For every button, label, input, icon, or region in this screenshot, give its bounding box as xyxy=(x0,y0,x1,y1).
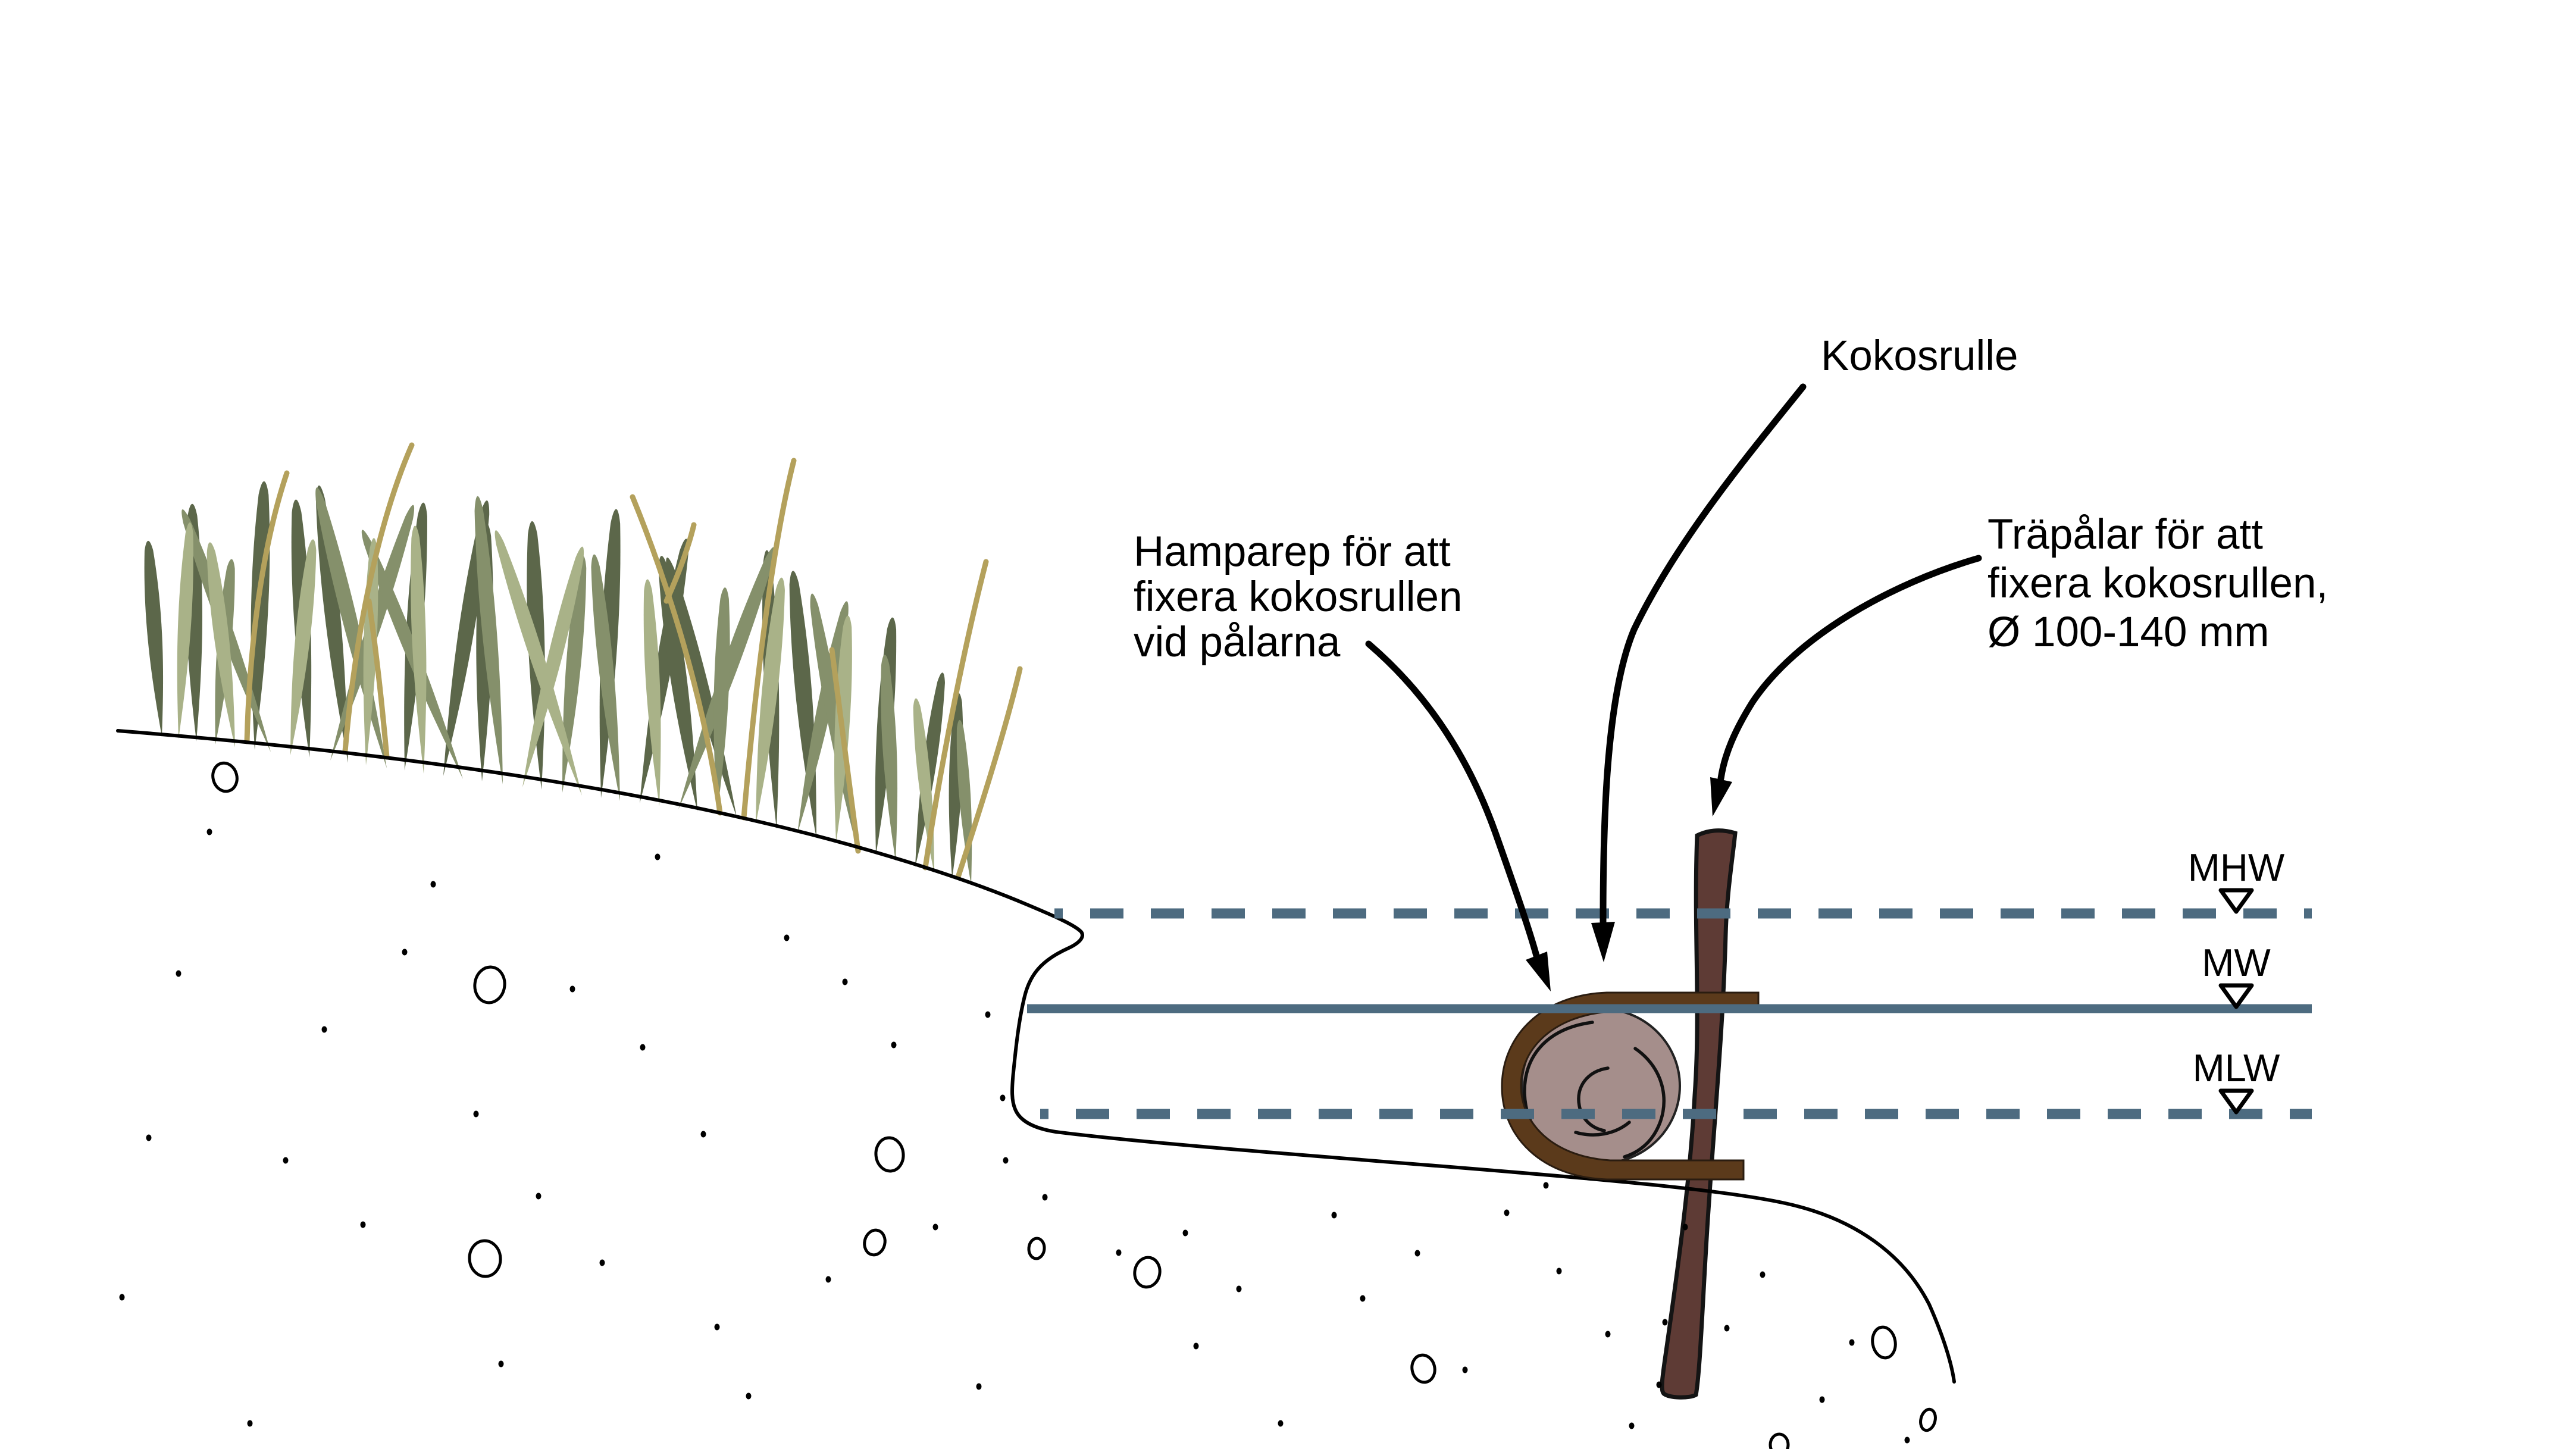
trapalar-label-line2: fixera kokosrullen, xyxy=(1987,560,2328,607)
water-level-lines xyxy=(1027,908,2312,1119)
hamparep-label-line1: Hamparep för att xyxy=(1134,528,1451,575)
straw-stems xyxy=(244,442,1023,880)
stone xyxy=(1769,1432,1790,1449)
arrowhead-icon xyxy=(1591,922,1615,962)
stone xyxy=(1410,1353,1436,1384)
mlw-label: MLW xyxy=(2193,1046,2280,1090)
arrowhead-icon xyxy=(1526,952,1551,991)
trapalar-arrow xyxy=(1710,555,1982,816)
arrowhead-icon xyxy=(1710,777,1732,816)
coir-roll-spiral xyxy=(1523,1021,1666,1160)
hamparep-arrow xyxy=(1365,640,1551,991)
water-level-markers: MHW MW MLW xyxy=(2188,846,2285,1112)
trapalar-label-line3: Ø 100-140 mm xyxy=(1987,609,2270,656)
bank-and-bed-line xyxy=(116,729,1956,1384)
stones xyxy=(211,761,1937,1449)
trapalar-label-line1: Träpålar för att xyxy=(1987,511,2263,558)
stone xyxy=(1133,1256,1162,1289)
annotations: Kokosrulle Hamparep för att fixera kokos… xyxy=(1134,333,2328,666)
kokosrulle-label: Kokosrulle xyxy=(1821,333,2018,380)
stone xyxy=(1027,1237,1046,1260)
stone xyxy=(468,1239,502,1278)
stipple-dots xyxy=(119,828,1910,1444)
grass xyxy=(140,442,1023,885)
mhw-label: MHW xyxy=(2188,846,2285,889)
kokosrulle-arrow xyxy=(1591,383,1807,962)
stone xyxy=(211,761,239,793)
stone xyxy=(1919,1407,1937,1432)
mw-label: MW xyxy=(2202,941,2271,984)
stone xyxy=(863,1228,887,1257)
coir-roll xyxy=(1501,991,1760,1181)
hamparep-label: Hamparep för att fixera kokosrullen vid … xyxy=(1134,528,1462,666)
trapalar-label: Träpålar för att fixera kokosrullen, Ø 1… xyxy=(1987,511,2328,656)
hamparep-label-line2: fixera kokosrullen xyxy=(1134,574,1462,621)
stone xyxy=(473,965,506,1004)
stone xyxy=(1871,1325,1897,1360)
hamparep-label-line3: vid pålarna xyxy=(1134,619,1341,666)
stone xyxy=(874,1136,905,1173)
leader-arrows xyxy=(1365,383,1982,991)
